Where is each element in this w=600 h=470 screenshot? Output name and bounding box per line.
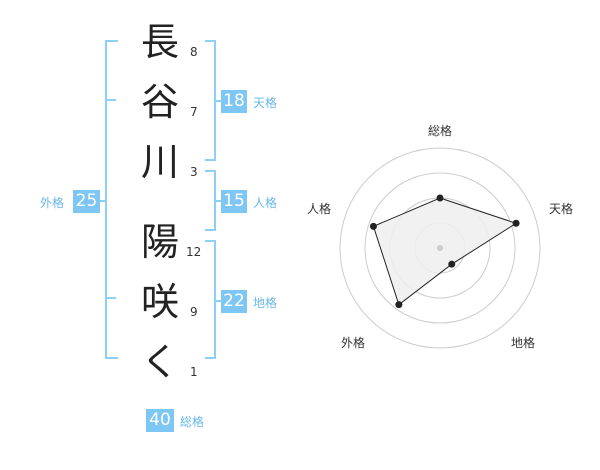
radar-ring-3 — [364, 172, 516, 324]
name-char-3: 川 — [140, 140, 179, 184]
radar-axis-label-chikaku: 地格 — [511, 336, 536, 350]
name-char-2: 谷 — [140, 80, 179, 124]
radar-point-5 — [369, 222, 377, 230]
name-char-6: く — [140, 340, 179, 384]
gaikaku-label: 外格 — [40, 196, 65, 210]
name-char-4: 陽 — [140, 220, 179, 264]
name-char-5: 咲 — [140, 280, 179, 324]
gaikaku-badge: 25 — [73, 190, 100, 213]
stroke-count-3: 3 — [190, 165, 198, 179]
chikaku-bracket — [205, 240, 221, 359]
tenkaku-bracket — [205, 40, 221, 161]
stroke-count-5: 9 — [190, 305, 198, 319]
stroke-count-1: 8 — [190, 45, 198, 59]
stroke-count-2: 7 — [190, 105, 198, 119]
radar-center-dot — [437, 245, 443, 251]
name-char-1: 長 — [140, 20, 179, 64]
stroke-count-6: 1 — [190, 365, 198, 379]
radar-point-3 — [448, 260, 456, 268]
radar-axis-label-jinkaku: 人格 — [307, 202, 332, 216]
tenkaku-label: 天格 — [253, 96, 278, 110]
jinkaku-badge: 15 — [221, 190, 247, 213]
radar-point-2 — [512, 219, 520, 227]
radar-point-1 — [436, 194, 444, 202]
chikaku-label: 地格 — [253, 296, 278, 310]
radar-ring-4 — [339, 147, 541, 349]
soukaku-label: 総格 — [180, 415, 205, 429]
jinkaku-bracket — [205, 170, 221, 231]
radar-axis-label-soukaku: 総格 — [428, 124, 453, 138]
chikaku-badge: 22 — [221, 290, 247, 313]
jinkaku-label: 人格 — [253, 196, 278, 210]
soukaku-badge: 40 — [146, 409, 174, 432]
gaikaku-bracket — [100, 40, 118, 359]
radar-axis-label-gaikaku: 外格 — [341, 336, 366, 350]
radar-axis-label-tenkaku: 天格 — [549, 202, 574, 216]
tenkaku-badge: 18 — [221, 90, 247, 113]
stroke-count-4: 12 — [186, 245, 202, 259]
radar-point-4 — [395, 301, 403, 309]
radar-polygon — [372, 197, 518, 306]
